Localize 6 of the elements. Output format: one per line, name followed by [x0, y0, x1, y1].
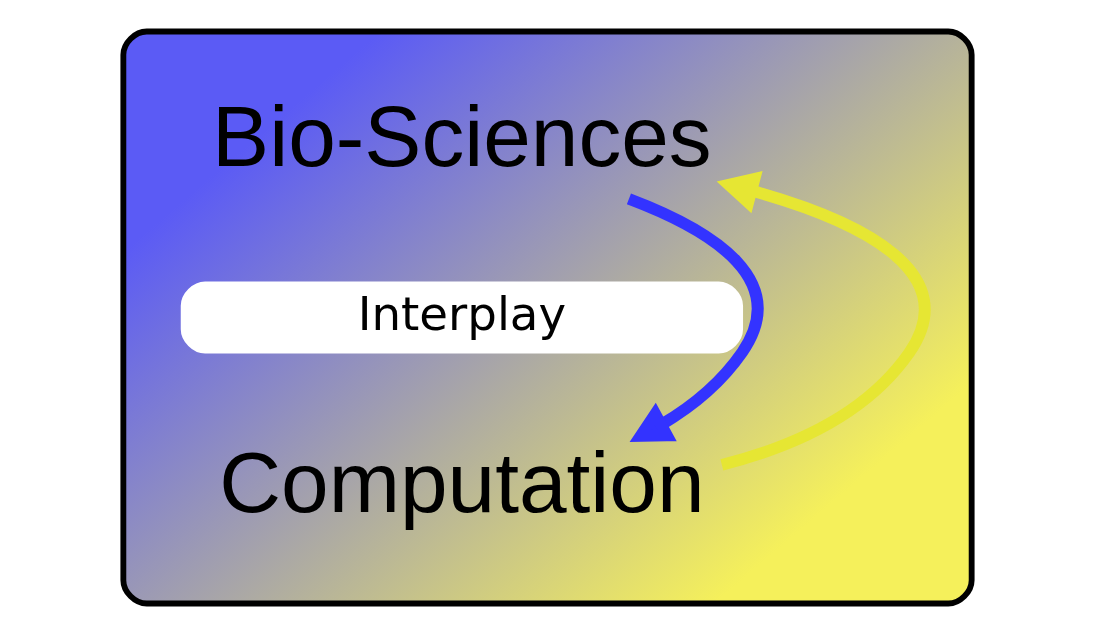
arrow — [626, 193, 764, 442]
node-text: Bio-Sciences — [212, 89, 712, 185]
node-text: Computation — [219, 435, 705, 531]
node-box: Interplay — [180, 281, 744, 354]
arrow — [716, 170, 931, 471]
cluster — [120, 28, 975, 607]
